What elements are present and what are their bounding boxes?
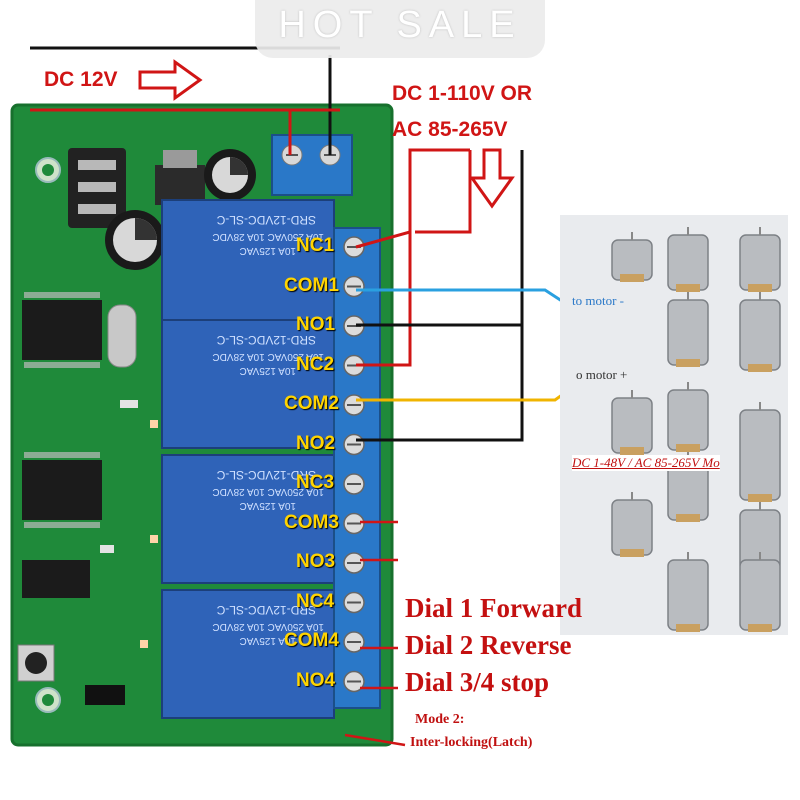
dial-mode-1: Dial 1 Forward (405, 593, 582, 623)
crystal-oscillator (107, 304, 137, 368)
motor-negative-label: to motor - (572, 293, 624, 308)
relay: SRD-12VDC-SL-C 10A 250VAC 10A 28VDC 10A 12… (161, 454, 335, 584)
relay-rating-text: 10A 250VAC 10A 28VDC (212, 486, 324, 497)
motor (739, 227, 781, 292)
mode-note-title: Mode 2: (415, 712, 465, 727)
relay-rating-text: 10A 125VAC (239, 500, 296, 511)
terminal-label-no1: NO1 (296, 314, 336, 335)
power-arrow-down (469, 148, 515, 209)
relay-model-text: SRD-12VDC-SL-C (216, 213, 316, 227)
relay-model-text: SRD-12VDC-SL-C (216, 603, 316, 617)
motor (611, 390, 653, 455)
load-supply-line1: DC 1-110V OR (392, 82, 533, 105)
terminal-label-com1: COM1 (284, 274, 339, 296)
terminal-label-no4: NO4 (296, 669, 336, 691)
wiring (30, 46, 610, 442)
voltage-regulator (155, 150, 205, 205)
motor (667, 382, 709, 452)
ic-chip (22, 292, 102, 368)
relay-rating-text: 10A 125VAC (239, 245, 296, 256)
capacitor (105, 210, 165, 270)
hot-sale-text: HOT SALE (278, 4, 522, 46)
output-terminal-block (333, 227, 381, 709)
power-arrow-right (138, 59, 203, 101)
relay: SRD-12VDC-SL-C 10A 250VAC 10A 28VDC 10A 12… (161, 319, 335, 449)
capacitor (204, 149, 256, 201)
terminal-label-nc4: NC4 (296, 590, 335, 612)
motor (667, 227, 709, 292)
motor (739, 552, 781, 632)
relay: SRD-12VDC-SL-C 10A 250VAC 10A 28VDC 10A 12… (161, 199, 335, 329)
hot-sale-banner (255, 0, 545, 58)
motor (667, 552, 709, 632)
dial-arrows (344, 520, 406, 747)
terminal-label-no3: NO3 (296, 551, 336, 572)
dc-jack (68, 148, 126, 228)
relay: SRD-12VDC-SL-C 10A 250VAC 10A 28VDC 10A 12… (161, 589, 335, 719)
power-terminal-block (271, 134, 353, 196)
motor (611, 492, 653, 557)
relay-rating-text: 10A 250VAC 10A 28VDC (212, 351, 324, 362)
dial-mode-2: Dial 2 Reverse (405, 630, 572, 660)
relay-model-text: SRD-12VDC-SL-C (216, 468, 316, 482)
terminal-label-com2: COM2 (284, 393, 339, 414)
relay-rating-text: 10A 125VAC (239, 365, 296, 376)
motor-group (611, 227, 781, 632)
terminal-label-nc1: NC1 (296, 235, 335, 256)
mode-note-detail: Inter-locking(Latch) (410, 735, 533, 750)
relay-rating-text: 10A 250VAC 10A 28VDC (212, 231, 324, 242)
terminal-label-no2: NO2 (296, 432, 336, 454)
terminal-label-com4: COM4 (284, 630, 339, 651)
motor-positive-label: o motor + (576, 367, 628, 382)
ic-chip (22, 452, 102, 528)
motor (667, 292, 709, 367)
load-supply-line2: AC 85-265V (392, 118, 508, 141)
terminal-label-nc3: NC3 (296, 472, 335, 493)
terminal-label-nc2: NC2 (296, 353, 335, 375)
relay-model-text: SRD-12VDC-SL-C (216, 333, 316, 347)
relay-rating-text: 10A 250VAC 10A 28VDC (212, 621, 324, 632)
dial-mode-3: Dial 3/4 stop (405, 667, 550, 697)
motor (739, 402, 781, 502)
relay-group: SRD-12VDC-SL-C 10A 250VAC 10A 28VDC 10A 12… (161, 199, 335, 719)
motor (611, 232, 653, 282)
motor (739, 292, 781, 372)
key-button (17, 644, 55, 682)
jumper-header (85, 685, 125, 705)
dc-input-label: DC 12V (44, 68, 118, 91)
terminal-label-com3: COM3 (284, 511, 339, 533)
relay-rating-text: 10A 125VAC (239, 635, 296, 646)
ic-chip (22, 560, 90, 598)
motor-spec-label: DC 1-48V / AC 85-265V Mo (572, 455, 720, 471)
